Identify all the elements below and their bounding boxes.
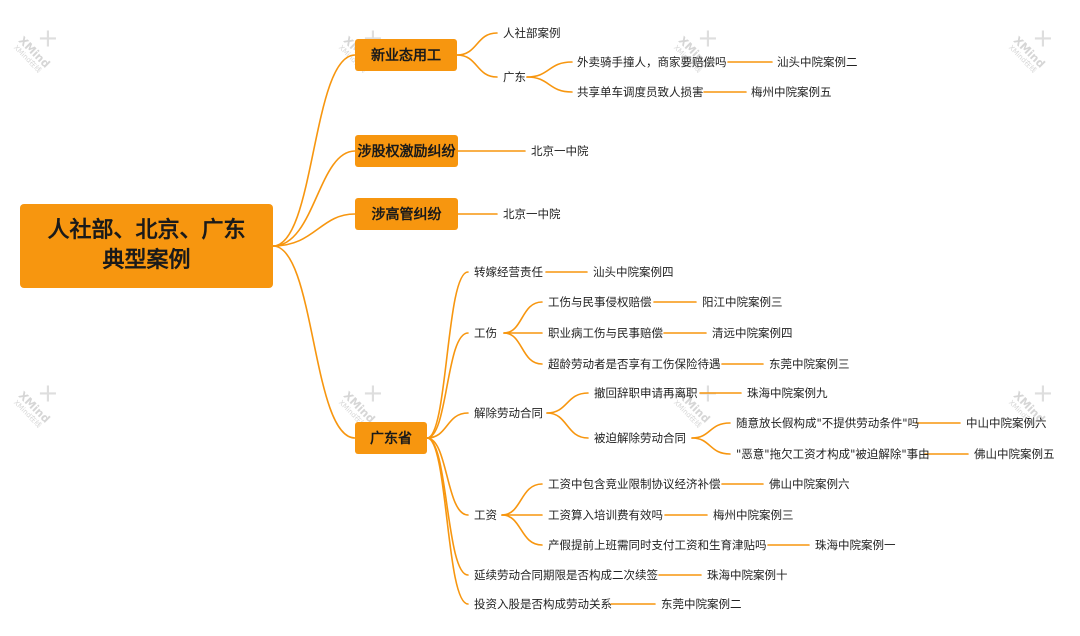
topic-gongzi-case[interactable]: 佛山中院案例六 bbox=[769, 477, 850, 491]
topic-beipo-item[interactable]: 随意放长假构成"不提供劳动条件"吗 bbox=[736, 416, 920, 430]
topic-gongzi-case[interactable]: 梅州中院案例三 bbox=[713, 508, 794, 522]
topic-gongzi-case[interactable]: 珠海中院案例一 bbox=[815, 538, 896, 552]
topic-gongshang-item[interactable]: 职业病工伤与民事赔偿 bbox=[548, 326, 663, 340]
topic-beipo[interactable]: 被迫解除劳动合同 bbox=[594, 431, 686, 445]
topic-waimai-case[interactable]: 汕头中院案例二 bbox=[777, 55, 858, 69]
branch-xinye[interactable]: 新业态用工 bbox=[355, 39, 457, 71]
topic-touzi[interactable]: 投资入股是否构成劳动关系 bbox=[474, 597, 612, 611]
root-topic-line1: 人社部、北京、广东 bbox=[47, 218, 246, 243]
topic-gongzi-item[interactable]: 产假提前上班需同时支付工资和生育津贴吗 bbox=[548, 538, 767, 552]
topic-gongzi-item[interactable]: 工资中包含竞业限制协议经济补偿 bbox=[548, 477, 721, 491]
topic-gongshang[interactable]: 工伤 bbox=[474, 326, 497, 340]
topic-guquan-case[interactable]: 北京一中院 bbox=[531, 144, 589, 158]
topic-renshe[interactable]: 人社部案例 bbox=[503, 26, 561, 40]
topic-gongshang-case[interactable]: 清远中院案例四 bbox=[712, 326, 793, 340]
topic-waimai[interactable]: 外卖骑手撞人，商家要赔偿吗 bbox=[577, 55, 727, 69]
topic-danche[interactable]: 共享单车调度员致人损害 bbox=[577, 85, 704, 99]
topic-chehui-case[interactable]: 珠海中院案例九 bbox=[747, 386, 828, 400]
topic-guangdong[interactable]: 广东 bbox=[503, 70, 526, 84]
topic-chehui[interactable]: 撤回辞职申请再离职 bbox=[594, 386, 698, 400]
topic-beipo-case[interactable]: 佛山中院案例五 bbox=[974, 447, 1055, 461]
branch-guquan[interactable]: 涉股权激励纠纷 bbox=[355, 135, 458, 167]
topic-yanxu-case[interactable]: 珠海中院案例十 bbox=[707, 568, 788, 582]
branch-guangdongsheng[interactable]: 广东省 bbox=[355, 422, 427, 454]
branch-gaoguan[interactable]: 涉高管纠纷 bbox=[355, 198, 458, 230]
topic-danche-case[interactable]: 梅州中院案例五 bbox=[751, 85, 832, 99]
topic-gongshang-case[interactable]: 东莞中院案例三 bbox=[769, 357, 850, 371]
topic-gongshang-item[interactable]: 超龄劳动者是否享有工伤保险待遇 bbox=[548, 357, 721, 371]
topic-zhuanjia-case[interactable]: 汕头中院案例四 bbox=[593, 265, 674, 279]
topic-jiechu[interactable]: 解除劳动合同 bbox=[474, 406, 543, 420]
topic-gongshang-case[interactable]: 阳江中院案例三 bbox=[702, 295, 783, 309]
topic-gongzi-item[interactable]: 工资算入培训费有效吗 bbox=[548, 508, 663, 522]
topic-zhuanjia[interactable]: 转嫁经营责任 bbox=[474, 265, 543, 279]
topic-gongzi[interactable]: 工资 bbox=[474, 508, 497, 522]
topic-touzi-case[interactable]: 东莞中院案例二 bbox=[661, 597, 742, 611]
topic-beipo-case[interactable]: 中山中院案例六 bbox=[966, 416, 1047, 430]
root-topic-line2: 典型案例 bbox=[102, 248, 191, 273]
root-topic[interactable]: 人社部、北京、广东 典型案例 bbox=[20, 204, 273, 288]
topic-yanxu[interactable]: 延续劳动合同期限是否构成二次续签 bbox=[474, 568, 658, 582]
topic-beipo-item[interactable]: "恶意"拖欠工资才构成"被迫解除"事由 bbox=[736, 447, 930, 461]
topic-gaoguan-case[interactable]: 北京一中院 bbox=[503, 207, 561, 221]
topic-gongshang-item[interactable]: 工伤与民事侵权赔偿 bbox=[548, 295, 652, 309]
